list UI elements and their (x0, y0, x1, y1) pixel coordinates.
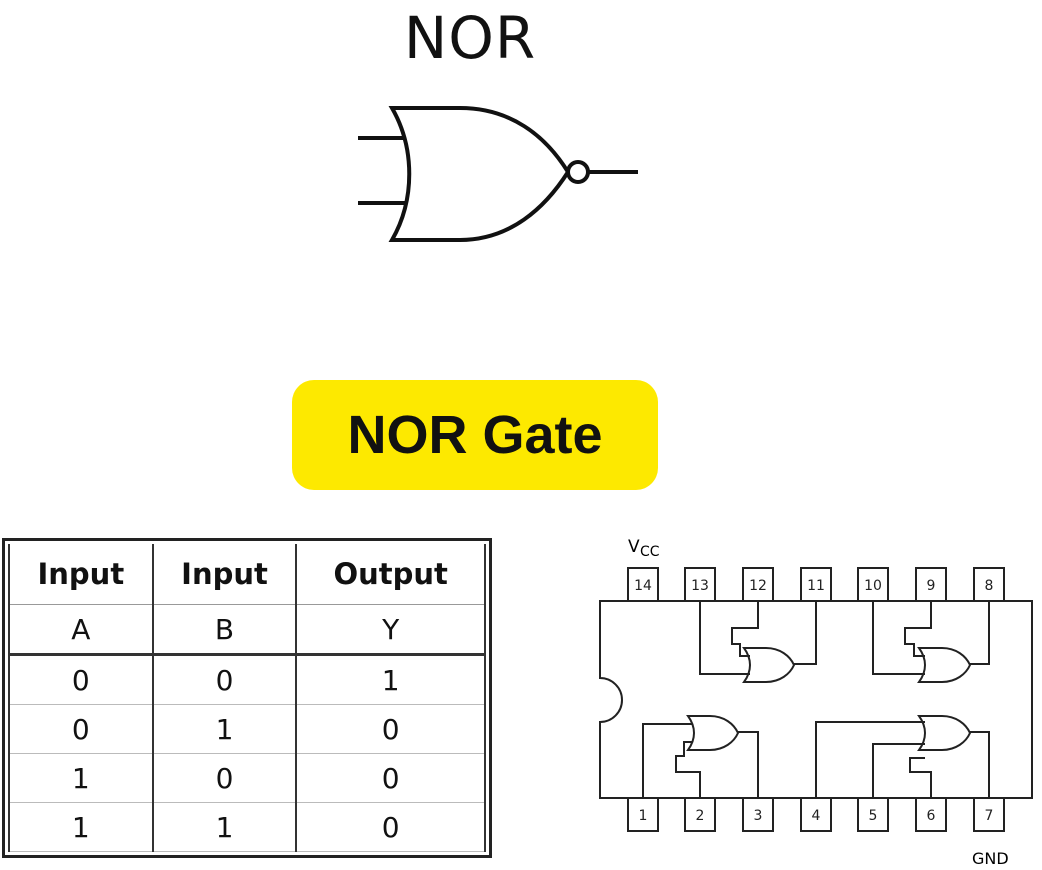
table-cell: 0 (295, 704, 486, 755)
nor-body (388, 106, 571, 242)
pin-label-top: 13 (691, 578, 709, 594)
inversion-bubble (566, 160, 590, 184)
pin-label-top: 8 (985, 578, 994, 594)
pin-box (684, 567, 716, 602)
nor-gate-symbol (358, 106, 638, 242)
nor-gate-small (917, 715, 972, 751)
pin-box (742, 567, 774, 602)
pin-label-bottom: 5 (869, 808, 878, 824)
nor-gate-small (917, 647, 972, 683)
bottom-pin-row (627, 797, 1005, 832)
table-row: 1 0 0 (8, 753, 486, 804)
pin-box (742, 797, 774, 832)
table-row: 0 0 1 (8, 654, 486, 706)
ic-7402-pinout: V CC GND 14 13 12 11 10 9 8 1 2 3 4 5 (599, 537, 1033, 868)
table-cell: 1 (8, 802, 154, 852)
vcc-label: V (628, 537, 640, 557)
title-badge: NOR Gate (292, 380, 658, 490)
pin-label-bottom: 7 (985, 808, 994, 824)
variable-row: A B Y (8, 604, 486, 656)
header-cell: Input (151, 544, 298, 605)
pin-label-top: 12 (749, 578, 767, 594)
pin-box (857, 567, 889, 602)
pin-label-top: 11 (807, 578, 825, 594)
pin-label-bottom: 4 (812, 808, 821, 824)
table-cell: 1 (8, 753, 154, 804)
pin-label-bottom: 2 (696, 808, 705, 824)
ic-body (599, 600, 1033, 799)
table-cell: 0 (8, 654, 154, 706)
header-cell: Input (8, 544, 154, 605)
vcc-subscript: CC (640, 544, 660, 560)
truth-table: Input Input Output A B Y 0 0 1 0 1 0 1 0… (8, 544, 486, 852)
pin-box (684, 797, 716, 832)
table-cell: 1 (151, 704, 298, 755)
header-row: Input Input Output (8, 544, 486, 605)
gnd-label: GND (972, 849, 1009, 868)
table-cell: 0 (295, 753, 486, 804)
gate-symbol-title: NOR (403, 4, 537, 72)
nor-gate-small (742, 647, 796, 683)
nor-gate-small (686, 715, 740, 751)
variable-cell: A (8, 604, 154, 656)
table-cell: 0 (295, 802, 486, 852)
pin-box (627, 797, 659, 832)
pin-box (915, 797, 947, 832)
header-cell: Output (295, 544, 486, 605)
ic-wiring (642, 601, 990, 798)
pin-box (627, 567, 659, 602)
pin-box (973, 567, 1005, 602)
pin-label-bottom: 1 (639, 808, 648, 824)
table-cell: 1 (295, 654, 486, 706)
pin-label-top: 14 (634, 578, 652, 594)
pin-label-top: 9 (927, 578, 936, 594)
pin-label-top: 10 (864, 578, 882, 594)
table-cell: 1 (151, 802, 298, 852)
variable-cell: Y (295, 604, 486, 656)
variable-cell: B (151, 604, 298, 656)
table-cell: 0 (151, 654, 298, 706)
pin-box (973, 797, 1005, 832)
pin-box (915, 567, 947, 602)
pin-label-bottom: 6 (927, 808, 936, 824)
pin-label-bottom: 3 (754, 808, 763, 824)
truth-table-frame: Input Input Output A B Y 0 0 1 0 1 0 1 0… (2, 538, 492, 858)
table-cell: 0 (151, 753, 298, 804)
table-cell: 0 (8, 704, 154, 755)
pin-box (800, 797, 832, 832)
table-row: 1 1 0 (8, 802, 486, 852)
table-row: 0 1 0 (8, 704, 486, 755)
pin-box (857, 797, 889, 832)
